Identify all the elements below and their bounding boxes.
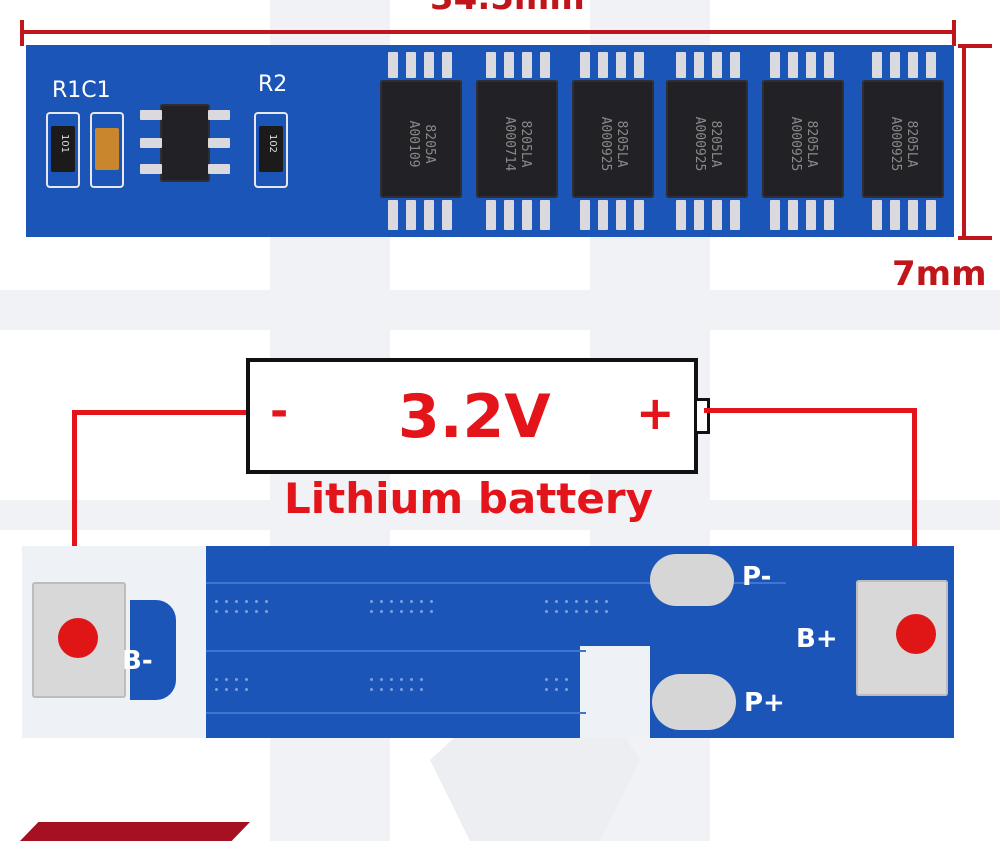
height-dimension-tick-bottom	[958, 236, 992, 240]
trace-line-2	[206, 650, 586, 652]
b-minus-connection-dot	[58, 618, 98, 658]
label-b-plus: B+	[796, 624, 838, 654]
trace-line-3	[206, 712, 586, 714]
bottom-pcb-right-mask	[580, 646, 650, 738]
height-label: 7mm	[892, 254, 987, 294]
label-p-plus: P+	[744, 688, 785, 718]
battery-plus: +	[636, 386, 675, 440]
capacitor-c1	[90, 112, 124, 188]
length-label: 34.5mm	[430, 0, 585, 18]
positive-wire-vertical	[912, 408, 917, 636]
battery-voltage: 3.2V	[398, 382, 551, 452]
positive-wire-horizontal	[704, 408, 916, 413]
p-minus-pad	[650, 554, 734, 606]
p-plus-pad	[652, 674, 736, 730]
trace-line-1	[206, 582, 786, 584]
r1-code: 101	[59, 133, 71, 154]
protection-ic	[160, 104, 210, 182]
negative-wire-vertical	[72, 410, 77, 638]
negative-wire-horizontal	[74, 410, 246, 415]
battery-caption: Lithium battery	[284, 474, 653, 523]
label-b-minus: B-	[122, 646, 153, 676]
label-p-minus: P-	[742, 562, 772, 592]
b-plus-connection-dot	[896, 614, 936, 654]
brand-logo-fragment	[20, 822, 250, 841]
battery-body	[246, 358, 698, 474]
height-dimension-tick-top	[958, 44, 992, 48]
height-dimension-line	[962, 44, 966, 240]
bottom-pcb-left-mask-cut	[130, 600, 176, 700]
label-r1c1: R1C1	[52, 78, 111, 103]
top-dimension-tick-right	[952, 20, 956, 46]
top-dimension-line	[22, 30, 956, 34]
battery-minus: -	[270, 386, 289, 437]
r2-code: 102	[267, 133, 279, 154]
top-dimension-tick-left	[20, 20, 24, 46]
label-r2: R2	[258, 72, 288, 97]
battery-terminal	[694, 398, 710, 434]
resistor-r1: 101	[46, 112, 80, 188]
resistor-r2: 102	[254, 112, 288, 188]
